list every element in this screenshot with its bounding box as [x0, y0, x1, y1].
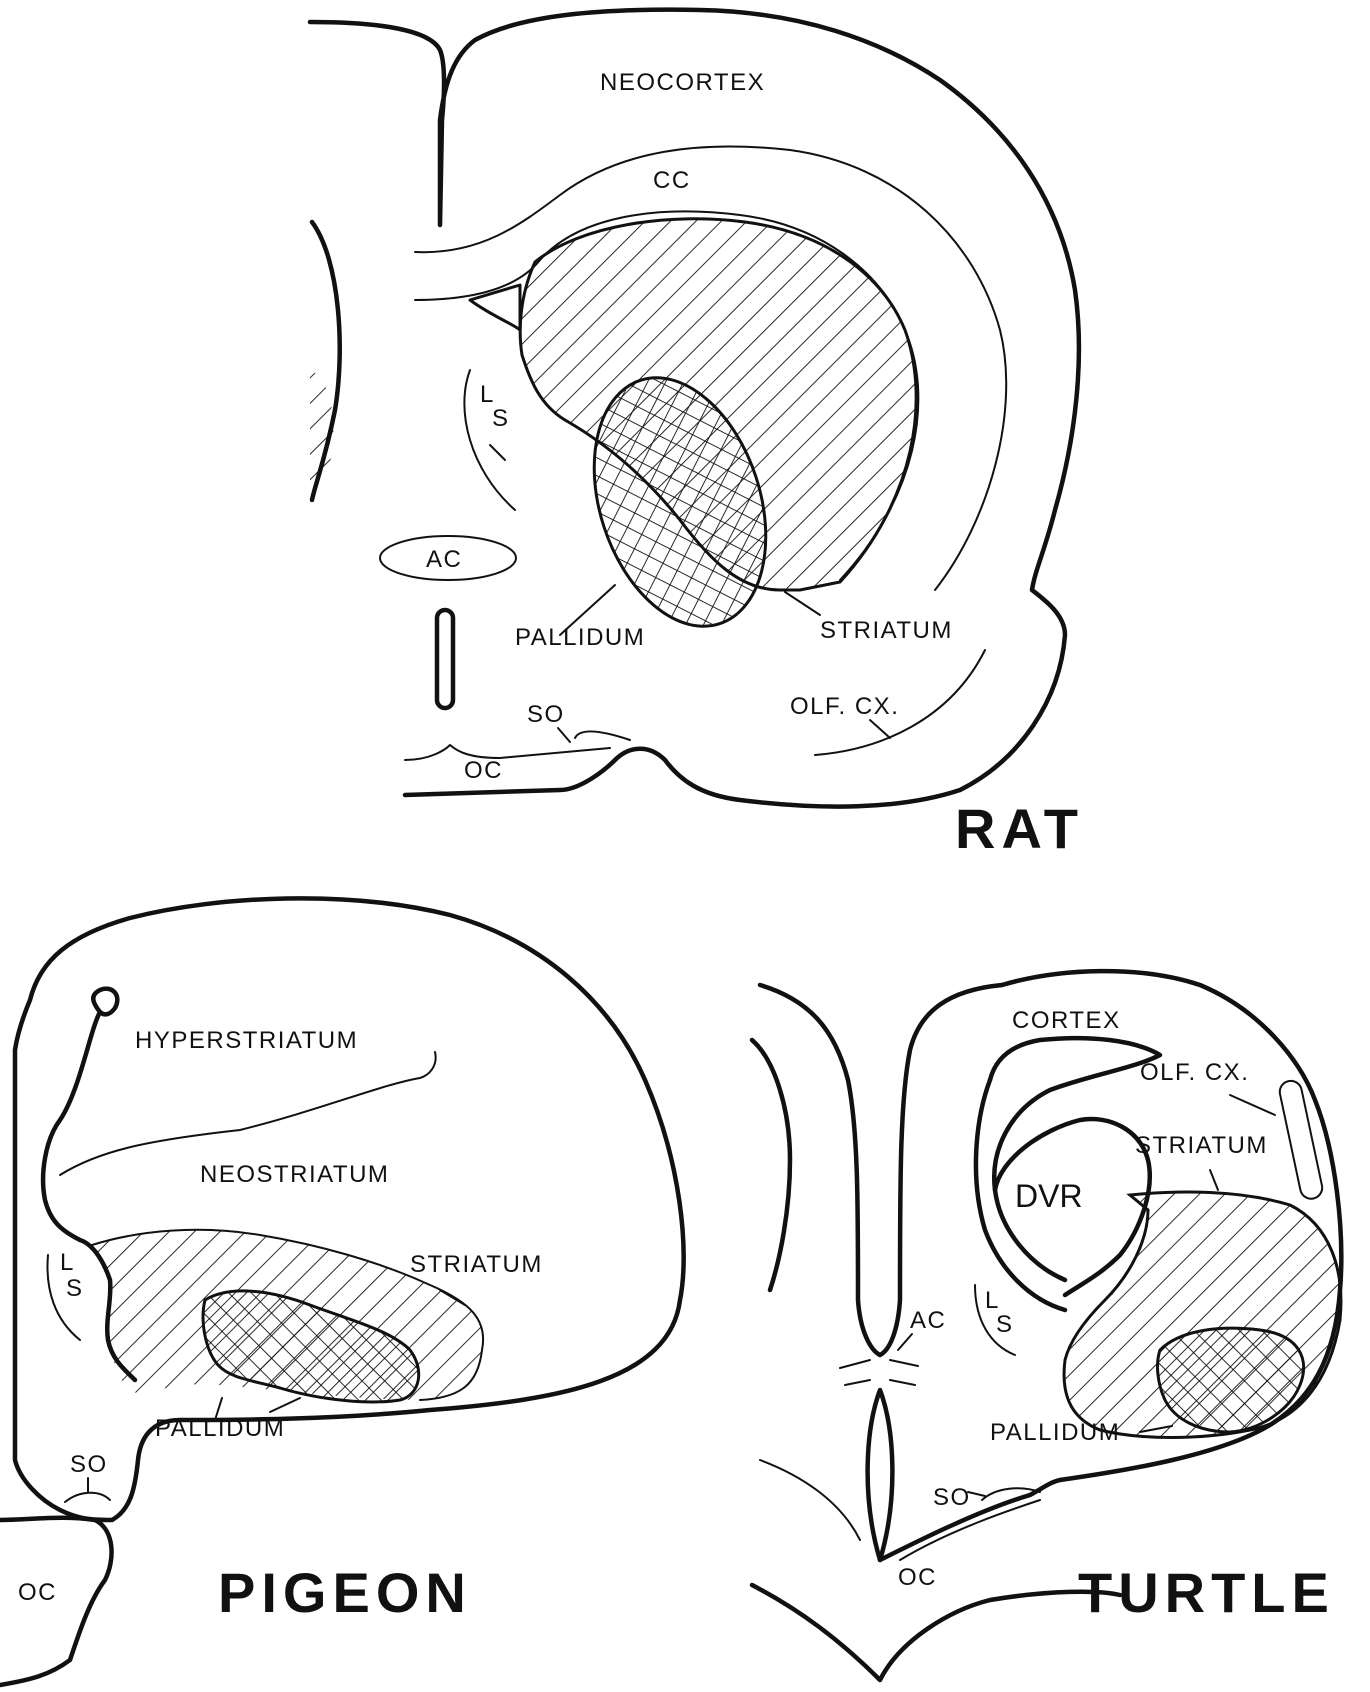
rat-so-leader — [558, 728, 570, 742]
pigeon-label-ls-s: S — [66, 1275, 84, 1302]
pigeon-label-ls-l: L — [60, 1249, 75, 1276]
turtle-olfcx-leader — [1230, 1095, 1275, 1115]
turtle-olfactory-capsule — [1278, 1079, 1324, 1201]
turtle-cortex-boundary — [990, 1038, 1160, 1280]
rat-title: RAT — [955, 797, 1084, 860]
turtle-midline-right — [880, 985, 1002, 1355]
turtle-midline-left — [760, 985, 880, 1355]
turtle-ac-line-2 — [890, 1360, 918, 1366]
rat-olfcx-leader — [870, 720, 890, 738]
turtle-label-striatum: STRIATUM — [1135, 1132, 1268, 1159]
rat-label-cc: CC — [653, 167, 691, 194]
rat-label-pallidum: PALLIDUM — [515, 624, 645, 651]
pigeon-title: PIGEON — [218, 1561, 472, 1624]
turtle-label-ls-l: L — [985, 1287, 1000, 1314]
turtle-label-ls-s: S — [996, 1311, 1014, 1338]
rat-optic-chiasm-top — [405, 745, 610, 760]
rat-label-neocortex: NEOCORTEX — [600, 69, 765, 96]
pigeon-label-striatum: STRIATUM — [410, 1251, 543, 1278]
turtle-left-lower-curve — [760, 1460, 860, 1540]
pigeon-supraoptic — [65, 1493, 110, 1502]
rat-label-ls-s: S — [492, 405, 510, 432]
pigeon-section: HYPERSTRIATUM NEOSTRIATUM STRIATUM L S P… — [0, 898, 684, 1685]
turtle-ac-line-3 — [845, 1380, 870, 1385]
rat-label-olfcx: OLF. CX. — [790, 693, 899, 720]
turtle-label-olfcx: OLF. CX. — [1140, 1059, 1249, 1086]
turtle-section: CORTEX OLF. CX. STRIATUM DVR AC L S PALL… — [752, 971, 1341, 1680]
rat-lateral-ventricle — [470, 285, 520, 330]
turtle-label-dvr: DVR — [1015, 1178, 1083, 1214]
rat-ls-leader — [490, 445, 505, 460]
turtle-ac-line-1 — [840, 1360, 870, 1368]
turtle-title: TURTLE — [1078, 1561, 1335, 1624]
rat-label-ac: AC — [426, 546, 462, 573]
turtle-label-oc: OC — [898, 1564, 937, 1591]
turtle-label-pallidum: PALLIDUM — [990, 1419, 1120, 1446]
pigeon-label-hyperstriatum: HYPERSTRIATUM — [135, 1027, 358, 1054]
rat-section: NEOCORTEX CC L S AC PALLIDUM STRIATUM OL… — [310, 10, 1084, 860]
pigeon-label-pallidum: PALLIDUM — [155, 1415, 285, 1442]
rat-supraoptic — [575, 731, 630, 740]
turtle-third-ventricle — [868, 1390, 893, 1560]
pigeon-pallidum-leader-2 — [270, 1398, 300, 1412]
turtle-left-edge — [752, 1040, 790, 1290]
rat-label-ls-l: L — [480, 381, 495, 408]
rat-striatum-leader — [785, 592, 820, 615]
turtle-striatum-leader — [1210, 1170, 1218, 1190]
pigeon-ventricle-top — [93, 989, 117, 1015]
turtle-label-cortex: CORTEX — [1012, 1007, 1121, 1034]
turtle-bottom-v — [752, 1585, 1120, 1680]
rat-third-ventricle — [437, 610, 453, 708]
pigeon-label-neostriatum: NEOSTRIATUM — [200, 1161, 389, 1188]
turtle-label-so: SO — [933, 1484, 971, 1511]
turtle-ac-line-4 — [890, 1380, 915, 1385]
turtle-ac-leader — [898, 1334, 912, 1350]
pigeon-lamina-boundary — [60, 1052, 436, 1175]
rat-label-oc: OC — [464, 757, 503, 784]
rat-label-so: SO — [527, 701, 565, 728]
turtle-label-ac: AC — [910, 1307, 946, 1334]
pigeon-label-oc: OC — [18, 1579, 57, 1606]
rat-label-striatum: STRIATUM — [820, 617, 953, 644]
pigeon-label-so: SO — [70, 1451, 108, 1478]
